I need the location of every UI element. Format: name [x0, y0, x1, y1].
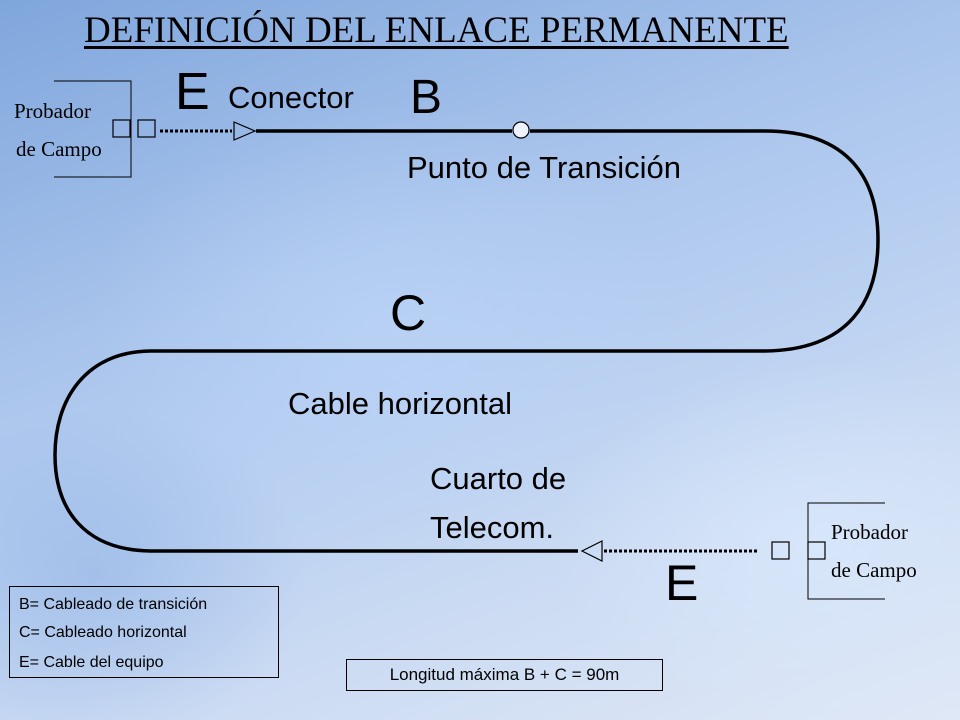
right-tester-box: [807, 502, 885, 600]
left-tester-box: [54, 80, 132, 178]
left-tester-port-1: [112, 119, 131, 138]
label-punto-transicion: Punto de Transición: [407, 150, 682, 185]
label-cuarto-line2: Telecom.: [430, 510, 555, 545]
label-conector: Conector: [228, 80, 354, 115]
legend-item-b: B= Cableado de transición: [19, 596, 208, 613]
label-cable-horizontal: Cable horizontal: [288, 386, 513, 421]
cable-c-left-curve: [53, 349, 578, 553]
top-connector-arrow: [233, 121, 257, 141]
left-tester-port-2: [137, 119, 156, 138]
transition-point-icon: [512, 121, 530, 139]
right-tester-label-line1: Probador: [831, 520, 908, 544]
left-tester-label-line1: Probador: [14, 99, 91, 123]
cable-c-right-curve: [530, 129, 880, 353]
legend-item-e: E= Cable del equipo: [19, 654, 164, 671]
max-length-note: Longitud máxima B + C = 90m: [346, 659, 663, 691]
label-c: C: [390, 285, 427, 341]
legend-item-c: C= Cableado horizontal: [19, 624, 187, 641]
left-tester-label-line2: de Campo: [16, 137, 102, 161]
label-e-top: E: [175, 63, 210, 121]
right-tester-port-2: [807, 541, 826, 560]
legend-box: B= Cableado de transición C= Cableado ho…: [9, 586, 279, 678]
page-title: DEFINICIÓN DEL ENLACE PERMANENTE: [84, 10, 789, 51]
label-cuarto-line1: Cuarto de: [430, 461, 567, 496]
right-tester-label-line2: de Campo: [831, 558, 917, 582]
label-e-bottom: E: [665, 555, 699, 611]
bottom-connector-arrow: [580, 540, 603, 562]
right-tester-port-1: [771, 541, 790, 560]
label-b: B: [410, 71, 443, 124]
